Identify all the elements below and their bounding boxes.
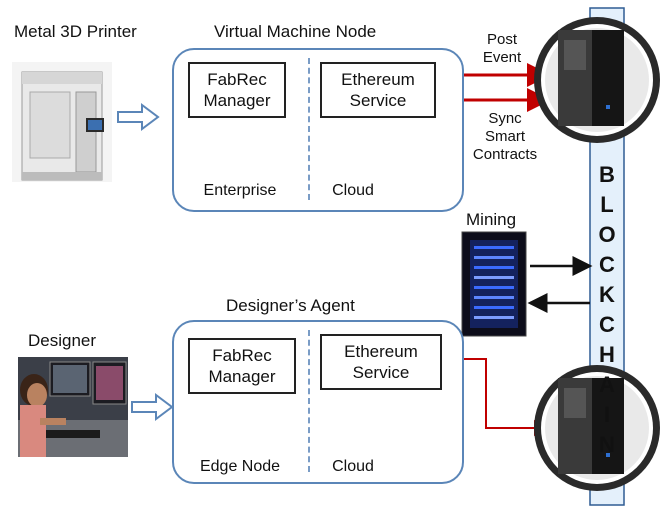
top-db-left-label: DB bbox=[210, 147, 238, 169]
blockchain-text: BLOCKCHAIN bbox=[598, 162, 616, 457]
designer-agent-title: Designer’s Agent bbox=[226, 296, 355, 315]
printer-to-node-arrow bbox=[117, 103, 160, 131]
bottom-cloud-label: Cloud bbox=[332, 458, 374, 475]
bottom-db-right-label: DB bbox=[339, 421, 367, 443]
designer-label: Designer bbox=[28, 331, 97, 350]
blockchain-node-top-image bbox=[534, 17, 660, 143]
blockchain-node-bottom-image bbox=[534, 365, 660, 491]
top-fabrec-manager-box: FabRec Manager bbox=[188, 62, 286, 118]
bottom-ethereum-service-label: Ethereum Service bbox=[344, 342, 418, 382]
top-db-right-label: DB bbox=[339, 147, 367, 169]
top-node-divider bbox=[308, 58, 310, 200]
top-ethereum-service-label: Ethereum Service bbox=[341, 70, 415, 110]
mining-label: Mining bbox=[466, 210, 517, 229]
mining-server-image bbox=[461, 231, 527, 337]
bottom-node-divider bbox=[308, 330, 310, 472]
bottom-ethereum-service-box: Ethereum Service bbox=[320, 334, 442, 390]
edge-node-label: Edge Node bbox=[199, 458, 281, 475]
metal-printer-image bbox=[12, 62, 112, 182]
bottom-fabrec-manager-label: FabRec Manager bbox=[208, 346, 276, 386]
post-event-label: Post Event bbox=[482, 31, 522, 66]
designer-to-agent-arrow bbox=[131, 393, 174, 421]
bottom-fabrec-manager-box: FabRec Manager bbox=[188, 338, 296, 394]
sync-contracts-label: Sync Smart Contracts bbox=[472, 110, 538, 163]
vm-node-title: Virtual Machine Node bbox=[214, 22, 377, 41]
blockchain-label: BLOCKCHAIN bbox=[592, 160, 622, 460]
top-ethereum-service-box: Ethereum Service bbox=[320, 62, 436, 118]
printer-label: Metal 3D Printer bbox=[14, 22, 137, 41]
top-cloud-label: Cloud bbox=[332, 182, 374, 199]
enterprise-label: Enterprise bbox=[203, 182, 277, 199]
bottom-db-left-label: DB bbox=[219, 426, 247, 448]
top-fabrec-manager-label: FabRec Manager bbox=[203, 70, 271, 110]
designer-image bbox=[18, 357, 128, 457]
